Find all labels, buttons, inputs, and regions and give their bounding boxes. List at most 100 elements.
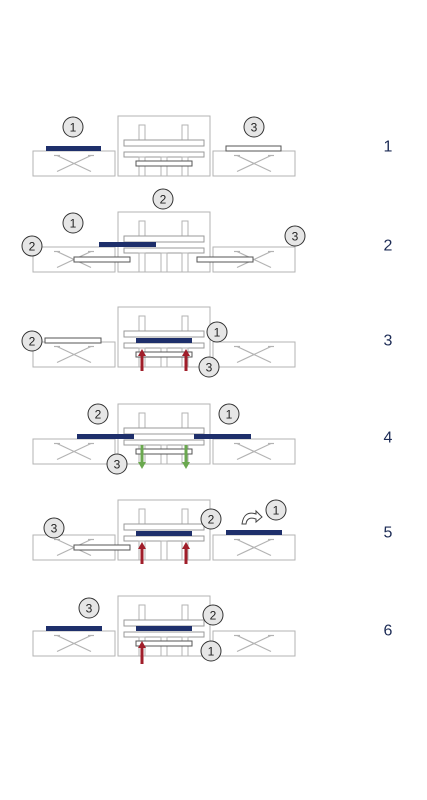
step-number: 1 [384,139,393,156]
upper-platen [123,523,205,531]
lower-platen [123,151,205,158]
label-badge: 2 [21,330,43,352]
step-number: 3 [384,333,393,350]
step-number: 5 [384,525,393,542]
press-rod [138,315,146,332]
workpiece-outline [135,160,193,167]
label-circle [200,508,222,530]
arrow-up-icon [138,349,146,371]
workpiece-outline [135,351,193,358]
label-circle [78,597,100,619]
press-rod [181,604,189,621]
label-badge: 1 [62,212,84,234]
label-badge: 3 [78,597,100,619]
label-badge: 2 [152,188,174,210]
step-1: 1 3 1 [32,115,393,177]
press-column [181,252,189,273]
label-number: 1 [214,326,221,340]
label-badge: 3 [284,225,306,247]
label-circle [284,225,306,247]
label-circle [152,188,174,210]
label-circle [21,235,43,257]
arrow-up-icon [138,641,146,664]
arrow-up-icon [182,349,190,371]
scissor-lift-icon [234,442,274,461]
label-number: 1 [70,217,77,231]
scissor-lift-icon [54,634,94,653]
label-badge: 1 [62,116,84,138]
workpiece-outline [44,337,102,344]
label-circle [106,453,128,475]
label-number: 3 [86,602,93,616]
label-number: 1 [273,504,280,518]
workpiece-outline [135,640,193,647]
label-circle [200,640,222,662]
label-badge: 2 [200,508,222,530]
workpiece-outline [73,544,131,551]
press-rod [181,124,189,141]
scissor-lift-icon [234,250,274,269]
scissor-lift-icon [54,345,94,364]
label-circle [202,604,224,626]
upper-platen [123,619,205,627]
label-badge: 2 [21,235,43,257]
press-rod [181,315,189,332]
label-number: 2 [210,609,217,623]
upper-platen [123,427,205,435]
step-3: 2 1 3 3 [21,306,393,378]
press-column [138,252,146,273]
workpiece-plate [194,434,251,439]
label-circle [62,116,84,138]
label-badge: 3 [198,356,220,378]
scissor-lift-icon [234,345,274,364]
label-circle [62,212,84,234]
workpiece-plate [136,531,192,536]
step-number: 4 [384,430,393,447]
lower-platen [123,535,205,542]
press-column [160,252,168,273]
lower-platen [123,439,205,446]
label-number: 2 [29,335,36,349]
curved-arrow-icon [241,509,263,525]
label-badge: 2 [202,604,224,626]
label-number: 2 [29,240,36,254]
workpiece-outline [225,145,282,152]
scissor-lift-icon [234,538,274,557]
label-number: 1 [70,121,77,135]
press-rod [138,604,146,621]
workpiece-outline [196,256,254,263]
label-number: 3 [251,121,258,135]
scissor-lift-icon [234,154,274,173]
label-badge: 1 [265,499,287,521]
workpiece-plate [46,626,102,631]
press-rod [138,508,146,525]
workpiece-plate [99,242,156,247]
upper-platen [123,330,205,338]
label-circle [21,330,43,352]
label-badge: 1 [218,403,240,425]
lower-platen [123,631,205,638]
arrow-up-icon [182,542,190,564]
press-rod [138,124,146,141]
workpiece-outline [73,256,131,263]
label-badge: 1 [206,321,228,343]
label-number: 2 [208,513,215,527]
workpiece-plate [226,530,282,535]
press-rod [138,412,146,429]
label-circle [265,499,287,521]
arrow-down-icon [138,445,146,469]
lower-platen [123,247,205,254]
arrow-down-icon [182,445,190,469]
label-circle [87,403,109,425]
step-number: 2 [384,238,393,255]
label-badge: 3 [106,453,128,475]
workpiece-plate [136,626,192,631]
scissor-lift-icon [234,634,274,653]
upper-platen [123,235,205,243]
label-badge: 2 [87,403,109,425]
label-circle [198,356,220,378]
label-circle [218,403,240,425]
